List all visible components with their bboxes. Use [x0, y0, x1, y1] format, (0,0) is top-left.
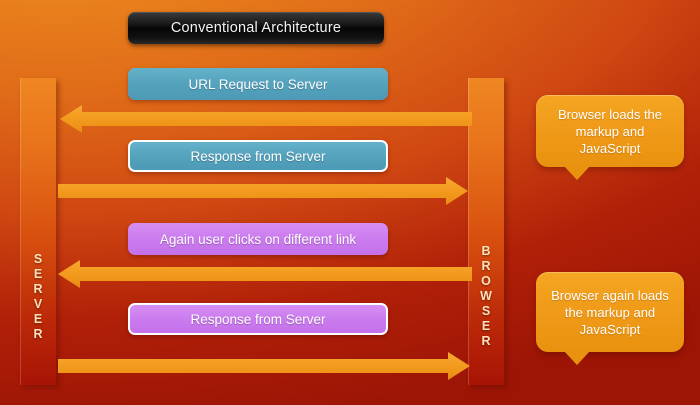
arrow-right-icon: [58, 177, 468, 205]
arrow-left-icon: [60, 105, 472, 133]
message-response-from-server-2: Response from Server: [128, 303, 388, 335]
lane-browser: B R O W S E R: [468, 78, 504, 385]
callout-browser-loads: Browser loads the markup and JavaScript: [536, 95, 684, 180]
diagram-title: Conventional Architecture: [128, 12, 384, 44]
lane-server: S E R V E R: [20, 78, 56, 385]
lane-browser-letter: B: [481, 244, 491, 258]
lane-server-letter: R: [33, 282, 43, 296]
arrow-left-icon: [58, 260, 472, 288]
arrow-right-icon: [58, 352, 470, 380]
lane-server-letter: E: [33, 267, 43, 281]
lane-browser-letter: E: [481, 319, 491, 333]
message-response-from-server-1: Response from Server: [128, 140, 388, 172]
arrow-right-response-1: [58, 175, 468, 207]
callout-browser-again-loads: Browser again loads the markup and JavaS…: [536, 272, 684, 365]
lane-server-letter: V: [33, 297, 43, 311]
lane-server-letter: E: [33, 312, 43, 326]
lane-browser-letter: R: [481, 259, 491, 273]
message-url-request: URL Request to Server: [128, 68, 388, 100]
lane-browser-label: B R O W S E R: [468, 244, 504, 349]
lane-server-letter: R: [33, 327, 43, 341]
message-user-clicks-link: Again user clicks on different link: [128, 223, 388, 255]
lane-browser-letter: S: [481, 304, 491, 318]
arrow-left-request: [60, 103, 472, 135]
lane-server-letter: S: [33, 252, 43, 266]
arrow-left-user-click: [58, 258, 472, 290]
arrow-right-response-2: [58, 350, 470, 382]
lane-browser-letter: R: [481, 334, 491, 348]
lane-browser-letter: O: [481, 274, 491, 288]
lane-browser-letter: W: [480, 289, 492, 303]
lane-server-label: S E R V E R: [20, 252, 56, 342]
